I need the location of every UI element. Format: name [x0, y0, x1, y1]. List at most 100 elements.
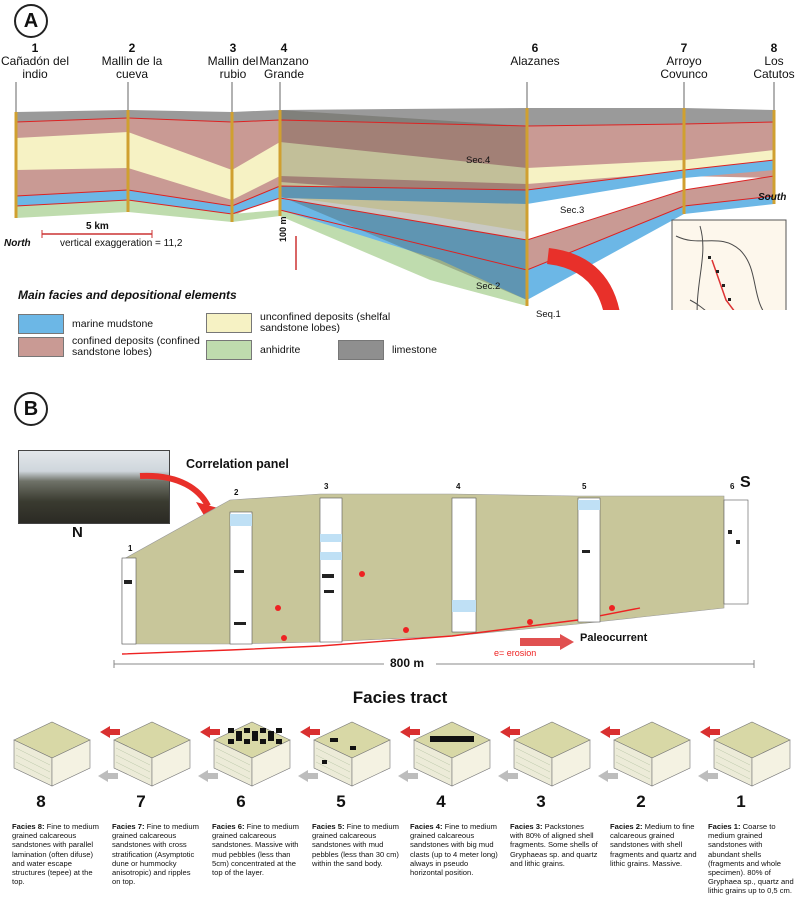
outcrop-photo	[18, 450, 170, 524]
facies-label: Facies 3:	[510, 822, 543, 831]
facies-label: Facies 8:	[12, 822, 45, 831]
mud-clast	[236, 731, 242, 736]
unconfined-lobe	[16, 132, 774, 200]
vertical-scale-label: 100 m	[278, 216, 288, 242]
mud-clast	[268, 731, 274, 736]
mud-clast	[430, 736, 474, 742]
facies-arrow-red	[100, 726, 120, 738]
locality-number: 1	[31, 41, 39, 55]
sec4-label: Sec.4	[466, 155, 491, 166]
locality-number: 7	[680, 41, 688, 55]
facies-block	[713, 721, 791, 787]
sec2-label: Sec.2	[476, 281, 501, 292]
mud-clast	[252, 731, 258, 736]
mud-clast	[228, 739, 234, 744]
correlation-wedge	[280, 110, 527, 300]
locality-number: 8	[770, 41, 778, 55]
locality-number: 6	[531, 41, 539, 55]
paleocurrent-arrow	[520, 634, 574, 650]
mud-clast	[260, 728, 266, 733]
red-curved-arrow	[546, 248, 620, 310]
facies-arrow-grey	[298, 770, 318, 782]
locality-1: 1 Cañadón del indio	[0, 42, 70, 81]
legend-anhidrite: anhidrite	[206, 340, 300, 360]
facies-arrow-grey	[598, 770, 618, 782]
north-label: North	[4, 238, 31, 249]
locality-name: Alazanes	[510, 54, 560, 68]
mud-clast	[252, 736, 258, 741]
locality-number: 3	[229, 41, 237, 55]
locality-2: 2 Mallin de la cueva	[92, 42, 172, 81]
facies-text: Fine to medium grained calcareous sandst…	[410, 822, 498, 878]
mud-clast	[260, 739, 266, 744]
locality-7: 7 Arroyo Covunco	[644, 42, 724, 81]
facies-description-8: Facies 8: Fine to medium grained calcare…	[12, 822, 100, 886]
locality-number: 2	[128, 41, 136, 55]
legend-label: anhidrite	[260, 343, 301, 356]
mud-clast	[322, 760, 327, 764]
facies-arrow-grey	[498, 770, 518, 782]
column-label-2: 2	[234, 488, 239, 497]
facies-arrow-red	[300, 726, 320, 738]
panel-a-letter: A	[14, 4, 48, 38]
locality-4: 4 Manzano Grande	[256, 42, 312, 81]
facies-number-2: 2	[636, 792, 646, 811]
facies-block	[113, 721, 191, 787]
locality-number: 4	[280, 41, 288, 55]
facies-block	[13, 721, 91, 787]
locality-name: Mallin de la cueva	[101, 54, 163, 81]
facies-description-6: Facies 6: Fine to medium grained calcare…	[212, 822, 300, 877]
legend-swatch	[206, 313, 252, 333]
correlation-body	[121, 493, 725, 645]
legend-label: confined deposits (confined sandstone lo…	[72, 335, 200, 358]
facies-number-3: 3	[536, 792, 546, 811]
facies-label: Facies 1:	[708, 822, 741, 831]
facies-text: Fine to medium grained calcareous sandst…	[112, 822, 199, 887]
facies-blocks	[13, 721, 791, 787]
facies-block	[613, 721, 691, 787]
facies-arrow-grey	[698, 770, 718, 782]
facies-number-5: 5	[336, 792, 346, 811]
facies-label: Facies 6:	[212, 822, 245, 831]
facies-number-1: 1	[736, 792, 746, 811]
column-label-1: 1	[128, 544, 133, 553]
s-label: S	[740, 474, 751, 491]
locality-6: 6 Alazanes	[500, 42, 570, 68]
facies-number-8: 8	[36, 792, 46, 811]
facies-description-2: Facies 2: Medium to fine calcareous grai…	[610, 822, 698, 868]
mud-clast	[244, 728, 250, 733]
panel-b-letter: B	[14, 392, 48, 426]
column-label-5: 5	[582, 482, 587, 491]
facies-label: Facies 2:	[610, 822, 643, 831]
legend-swatch	[338, 340, 384, 360]
legend-limestone: limestone	[338, 340, 437, 360]
paleocurrent-label: Paleocurrent	[580, 632, 648, 644]
seq1-label: Seq.1	[536, 309, 561, 320]
legend-swatch	[18, 337, 64, 357]
locality-name: Cañadón del indio	[0, 54, 70, 81]
horizontal-scale-label: 5 km	[86, 221, 109, 232]
column-label-3: 3	[324, 482, 329, 491]
column-label-6: 6	[730, 482, 735, 491]
facies-description-5: Facies 5: Fine to medium grained calcare…	[312, 822, 400, 868]
south-label: South	[758, 192, 787, 203]
vertical-exaggeration-label: vertical exaggeration = 11,2	[60, 238, 183, 249]
legend-label: marine mudstone	[72, 317, 154, 330]
legend-swatch	[206, 340, 252, 360]
facies-arrow-grey	[198, 770, 218, 782]
location-map	[671, 219, 787, 310]
facies-arrow-red	[400, 726, 420, 738]
facies-description-1: Facies 1: Coarse to medium grained sands…	[708, 822, 796, 896]
facies-description-3: Facies 3: Packstones with 80% of aligned…	[510, 822, 598, 868]
locality-name: Manzano Grande	[259, 54, 309, 81]
facies-text: Coarse to medium grained sandstones with…	[708, 822, 794, 896]
facies-arrow-red	[500, 726, 520, 738]
locality-name: Arroyo Covunco	[660, 54, 708, 81]
facies-block	[313, 721, 391, 787]
mud-clast	[228, 728, 234, 733]
erosion-label: e= erosion	[494, 648, 537, 658]
marine-mudstone-right	[527, 196, 774, 300]
locality-8: 8 Los Catutos	[748, 42, 800, 81]
facies-number-6: 6	[236, 792, 246, 811]
facies-description-4: Facies 4: Fine to medium grained calcare…	[410, 822, 498, 877]
